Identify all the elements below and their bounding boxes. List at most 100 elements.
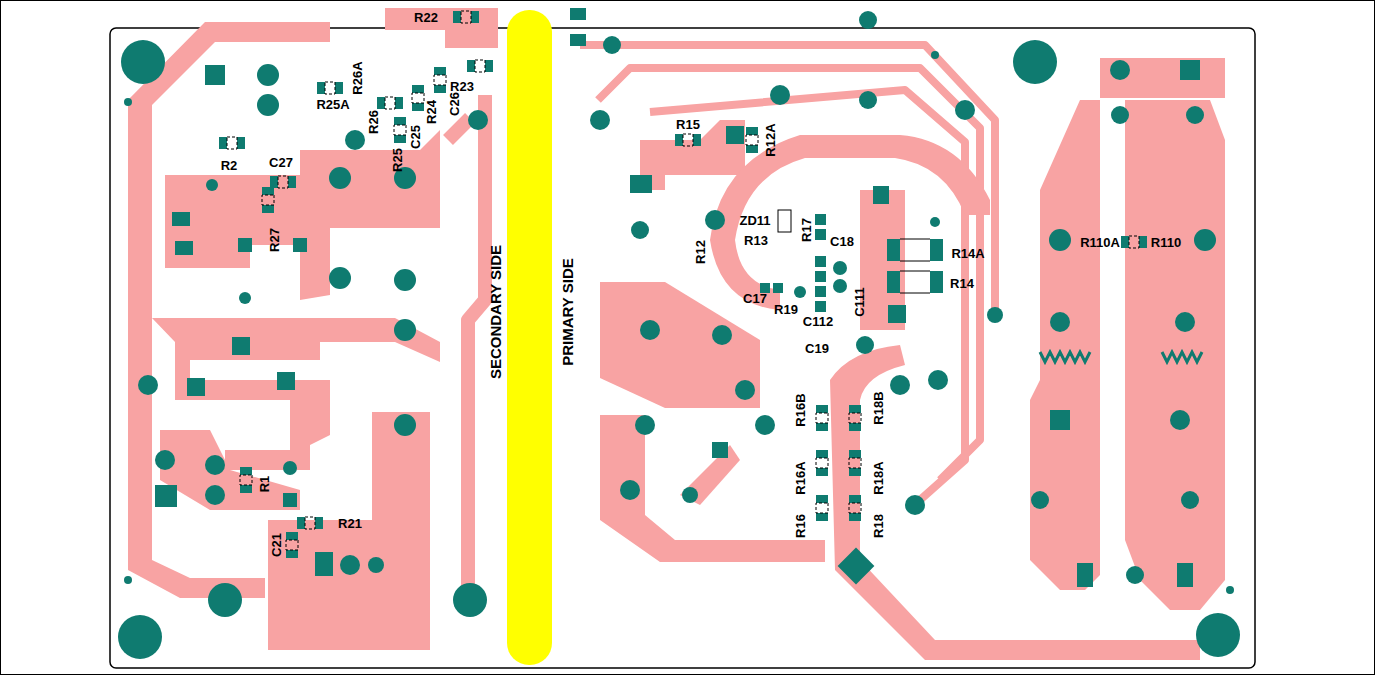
pcb-shape [257, 64, 279, 86]
pcb-shape [640, 120, 745, 190]
pcb-shape [270, 176, 296, 188]
pcb-shape [635, 415, 655, 435]
pcb-shape [175, 241, 193, 255]
pcb-shape [773, 283, 783, 293]
side-label: SECONDARY SIDE [488, 245, 503, 379]
pcb-shape [712, 325, 732, 345]
pcb-shape [205, 65, 225, 85]
pcb-shape [905, 495, 925, 515]
component-label: C19 [805, 342, 829, 355]
component-label: R16B [794, 393, 807, 426]
pcb-shape [124, 576, 132, 584]
pcb-shape [232, 337, 250, 355]
pcb-shape [887, 271, 943, 293]
pcb-shape [849, 495, 861, 521]
pcb-shape [816, 495, 828, 521]
pcb-shape [286, 532, 298, 558]
component-label: C25 [409, 125, 422, 149]
component-label: R14 [950, 277, 974, 290]
pcb-shape [1194, 229, 1216, 251]
pcb-shape [155, 485, 177, 507]
pcb-shape [1180, 60, 1200, 80]
pcb-shape [448, 95, 485, 590]
component-label: R23 [450, 80, 474, 93]
pcb-shape [239, 292, 251, 304]
pcb-shape [118, 8, 1240, 659]
pcb-shape [206, 179, 218, 191]
pcb-shape [930, 217, 940, 227]
pcb-shape [710, 135, 990, 310]
pcb-shape [377, 97, 403, 109]
pcb-shape [297, 517, 323, 529]
pcb-shape [815, 256, 826, 267]
pcb-shape [124, 98, 132, 106]
pcb-shape [888, 305, 906, 323]
pcb-shape [434, 67, 446, 93]
pcb-shape [283, 493, 297, 507]
pcb-shape [1175, 312, 1195, 332]
component-label: R16A [794, 461, 807, 494]
pcb-shape [448, 118, 470, 140]
pcb-shape [675, 134, 701, 146]
pcb-shape [815, 286, 826, 297]
component-label: R19 [774, 303, 798, 316]
pcb-shape [1110, 60, 1130, 80]
pcb-shape [815, 214, 826, 225]
pcb-shape [385, 8, 498, 48]
component-label: R18B [872, 391, 885, 424]
pcb-shape [329, 267, 351, 289]
pcb-shape [712, 442, 728, 458]
pcb-shape [394, 319, 416, 341]
pcb-shape [778, 210, 791, 232]
pcb-shape [1031, 491, 1049, 509]
pcb-shape [1049, 229, 1071, 251]
component-label: R27 [268, 228, 281, 252]
pcb-shape [570, 8, 586, 20]
pcb-shape [1013, 40, 1057, 84]
pcb-shape [293, 238, 307, 252]
component-label: R17 [800, 218, 813, 242]
pcb-shape [1126, 566, 1144, 584]
pcb-shape [1125, 100, 1225, 610]
pcb-shape [570, 34, 586, 46]
component-label: C27 [269, 156, 293, 169]
pcb-shape [815, 229, 826, 240]
pcb-shape [1111, 106, 1129, 124]
pcb-shape [208, 583, 242, 617]
component-label: R21 [338, 517, 362, 530]
pcb-shape [468, 110, 488, 130]
pcb-shape [205, 485, 225, 505]
pcb-shape [598, 68, 980, 480]
pcb-shape [118, 615, 162, 659]
pcb-shape [315, 552, 333, 576]
pcb-shape [815, 271, 826, 282]
pcb-shape [128, 8, 498, 650]
pcb-shape [600, 282, 760, 408]
pcb-shape [833, 261, 847, 275]
pcb-shape [859, 91, 877, 109]
component-label: R24 [425, 100, 438, 124]
pcb-shape [580, 45, 995, 500]
component-label: R110 [1151, 236, 1181, 249]
pcb-shape [887, 239, 943, 261]
pcb-shape [931, 51, 939, 59]
component-label: R22 [414, 11, 438, 24]
component-label: C111 [853, 287, 866, 317]
pcb-shape [187, 378, 205, 396]
component-label: R15 [676, 118, 700, 131]
pcb-shape [987, 307, 1003, 323]
component-label: R13 [744, 234, 768, 247]
pcb-shape [345, 130, 365, 150]
pcb-shape [317, 82, 343, 94]
component-label: C18 [830, 235, 854, 248]
pcb-shape [1040, 352, 1202, 362]
pcb-shape [600, 58, 1225, 660]
pcb-shape [1181, 491, 1199, 509]
pcb-shape [630, 175, 652, 193]
pcb-shape [283, 461, 297, 475]
component-label: C21 [270, 533, 283, 557]
pcb-shape [257, 94, 279, 116]
component-label: R18A [872, 461, 885, 494]
pcb-shape [590, 110, 610, 130]
